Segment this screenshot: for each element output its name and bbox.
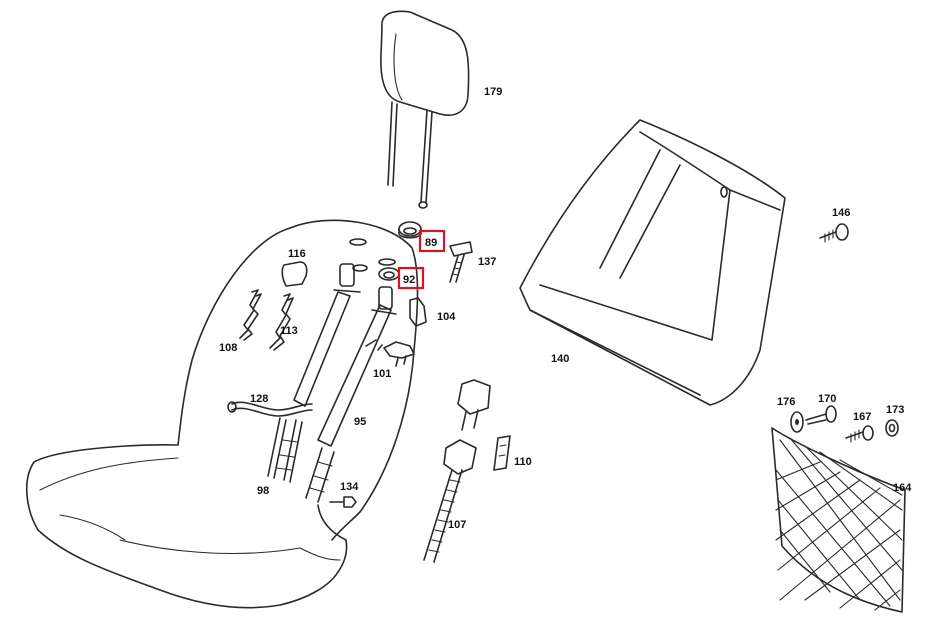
- callout-107[interactable]: 107: [448, 519, 466, 531]
- callout-173[interactable]: 173: [886, 404, 904, 416]
- rod-128-part: [227, 401, 313, 417]
- callout-176[interactable]: 176: [777, 396, 795, 408]
- ring-92-part: [378, 267, 400, 281]
- callout-137[interactable]: 137: [478, 256, 496, 268]
- callout-113[interactable]: 113: [280, 325, 298, 337]
- bracket-101-part: [383, 341, 415, 367]
- callout-170[interactable]: 170: [818, 393, 836, 405]
- callout-108[interactable]: 108: [219, 342, 237, 354]
- highlight-box-92: [397, 266, 425, 290]
- washer-176-part: [790, 411, 804, 433]
- ring-89-part: [398, 221, 422, 239]
- backrest-panel-140-part: [519, 119, 786, 406]
- net-164-part: [771, 427, 906, 613]
- callout-179[interactable]: 179: [484, 86, 502, 98]
- callout-116[interactable]: 116: [288, 248, 306, 260]
- callout-134[interactable]: 134: [340, 481, 359, 493]
- rods-98-part: [267, 417, 335, 503]
- nut-173-part: [885, 419, 899, 437]
- callout-101[interactable]: 101: [373, 368, 391, 380]
- callout-146[interactable]: 146: [832, 207, 850, 219]
- callout-164[interactable]: 164: [893, 482, 912, 494]
- belt-buckle-107-part: [423, 379, 491, 563]
- guide-tubes-part: [293, 263, 397, 447]
- callout-128[interactable]: 128: [250, 393, 268, 405]
- callout-labels: 179 89 137 116 92 104 113 108 101 128 95…: [219, 86, 912, 531]
- screw-167-part: [845, 425, 874, 443]
- callout-104[interactable]: 104: [437, 311, 456, 323]
- screw-146-part: [819, 223, 849, 243]
- callout-92[interactable]: 92: [403, 274, 415, 286]
- callout-98[interactable]: 98: [257, 485, 269, 497]
- headrest-part: [380, 10, 470, 209]
- highlight-box-89: [418, 229, 446, 253]
- callout-95[interactable]: 95: [354, 416, 366, 428]
- callout-110[interactable]: 110: [514, 456, 532, 468]
- pin-134-part: [329, 496, 357, 508]
- plate-110-part: [493, 435, 511, 471]
- clip-116-part: [281, 261, 308, 287]
- callout-89[interactable]: 89: [425, 237, 437, 249]
- callout-140[interactable]: 140: [551, 353, 569, 365]
- seat-frame: [25, 219, 419, 609]
- wire-113-part: [269, 293, 294, 351]
- wire-108-part: [239, 289, 262, 341]
- latch-104-part: [409, 297, 427, 327]
- callout-167[interactable]: 167: [853, 411, 871, 423]
- screw-170-part: [805, 405, 837, 425]
- bolt-137-part: [449, 241, 473, 283]
